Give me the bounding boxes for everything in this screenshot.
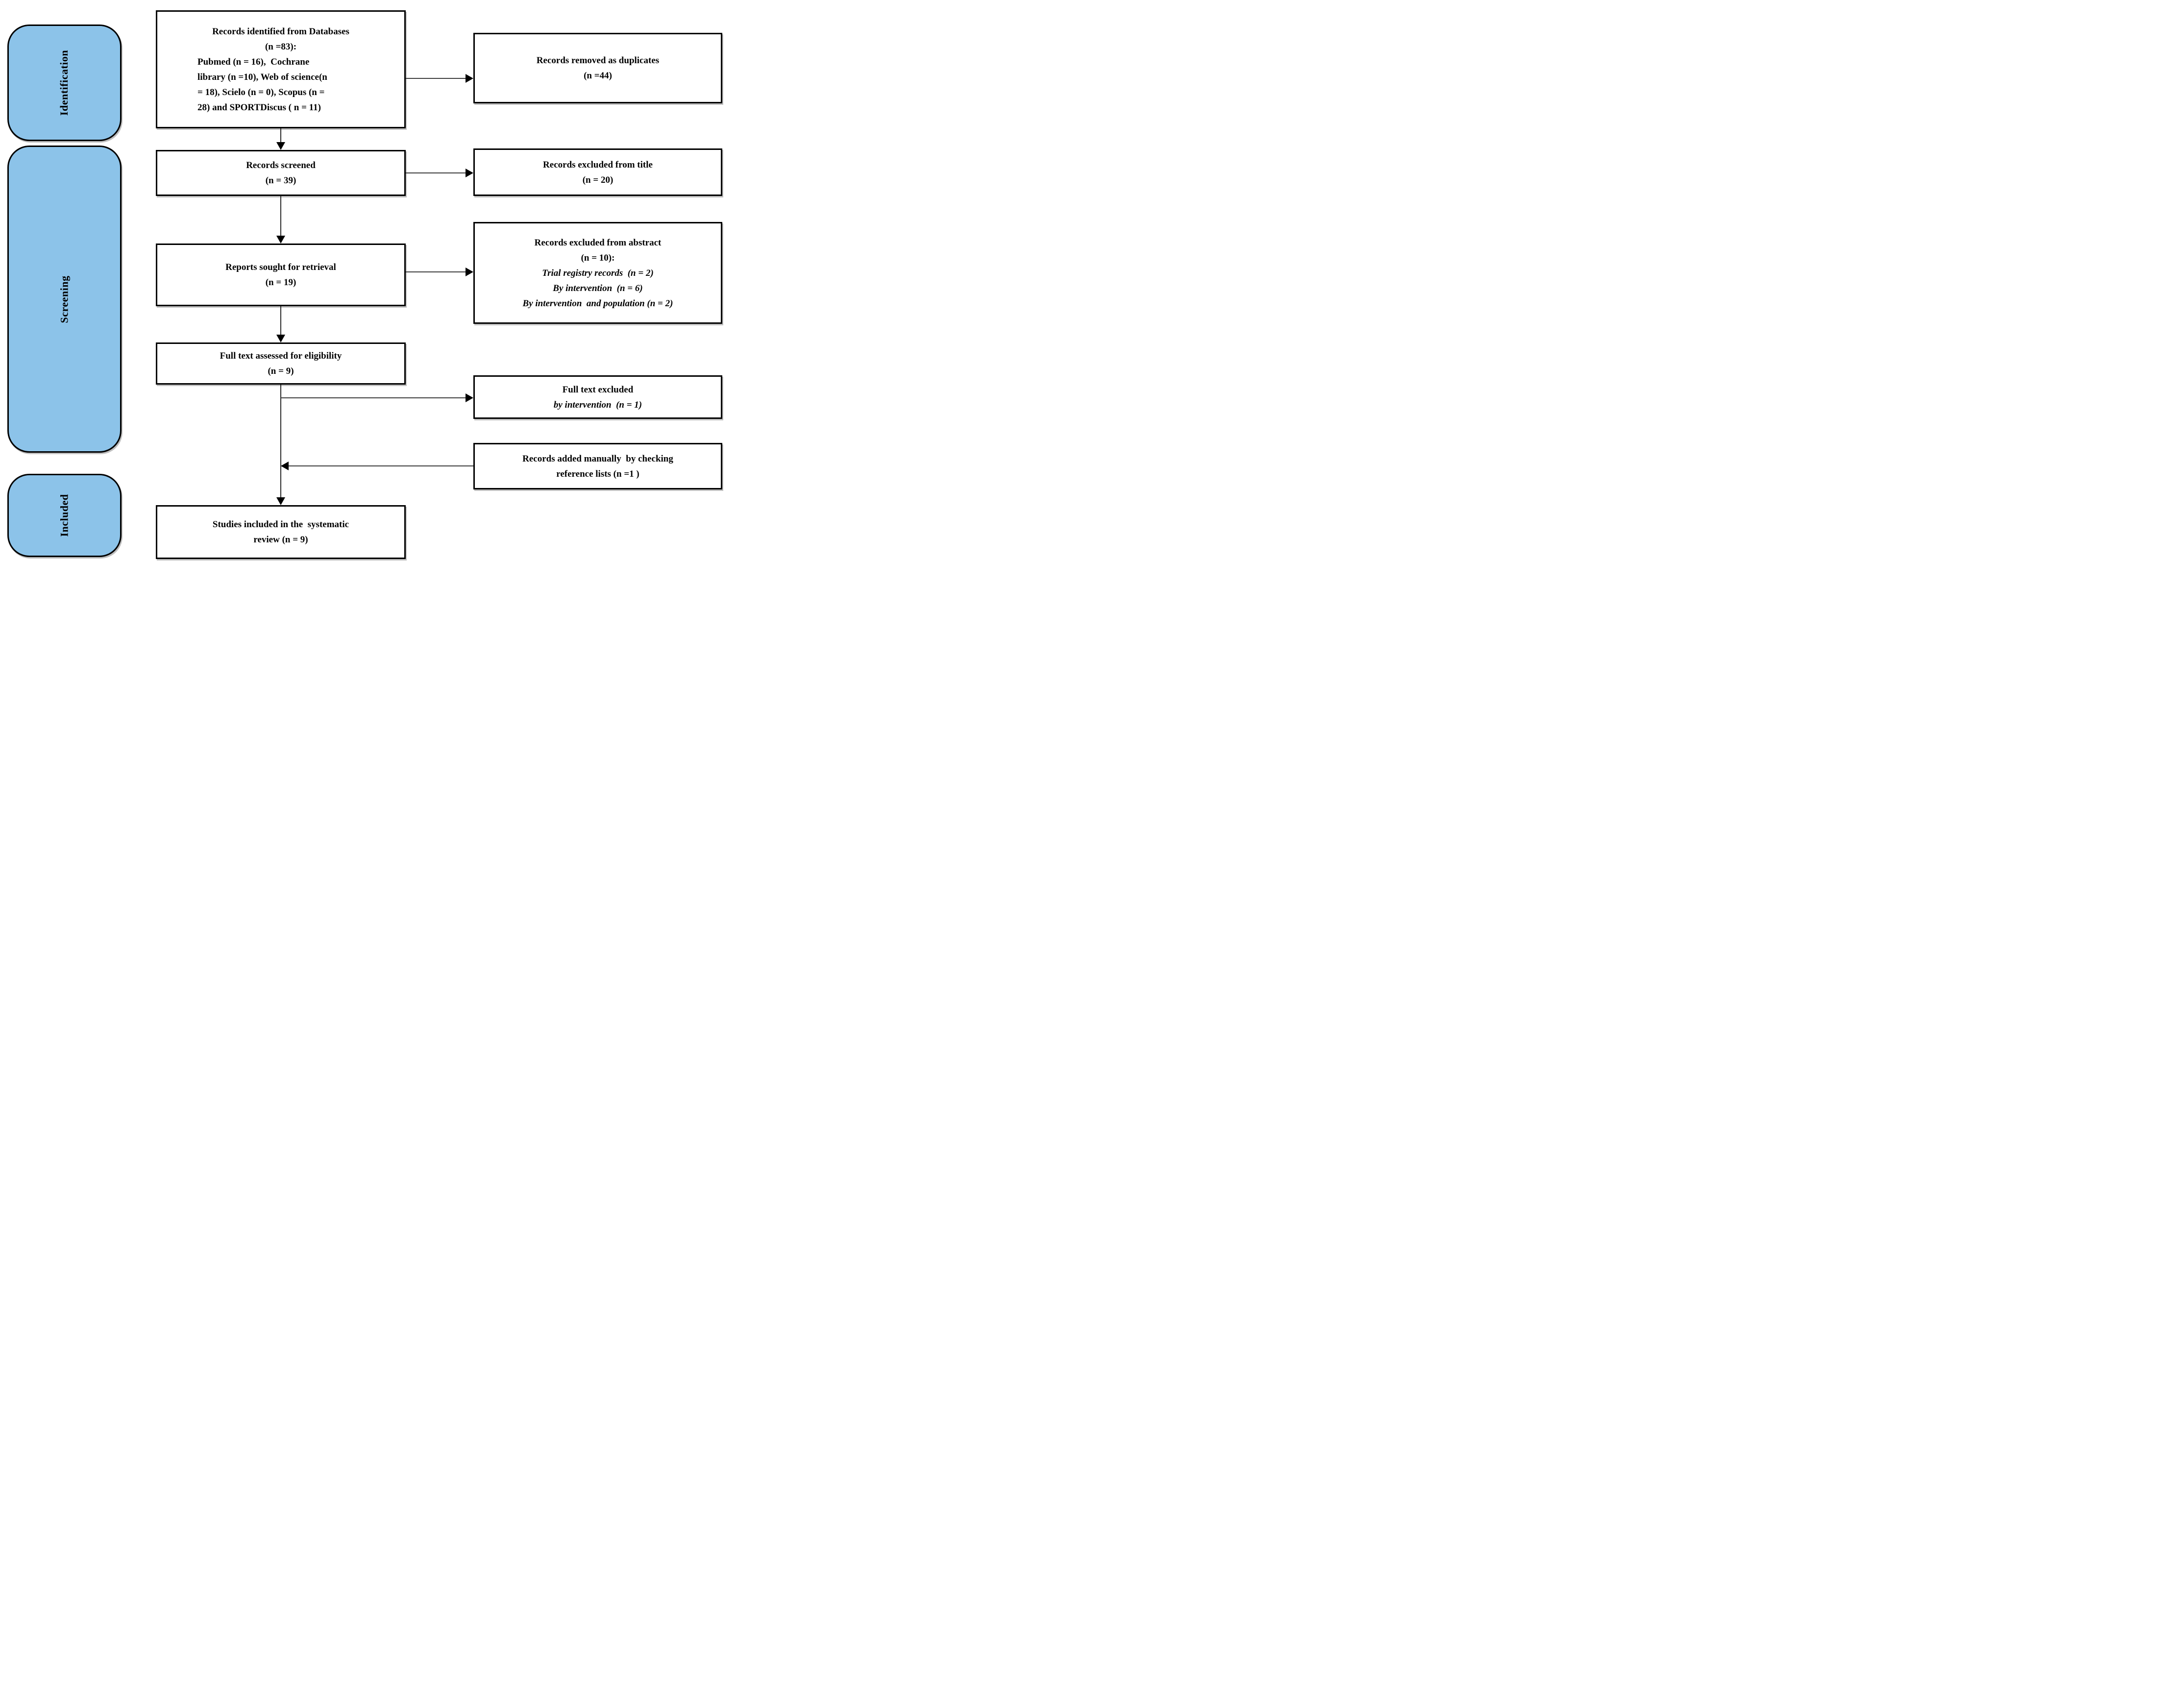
box-excluded-title: Records excluded from title (n = 20)	[473, 148, 722, 196]
stage-screening: Screening	[7, 146, 122, 453]
box-records-screened: Records screened (n = 39)	[156, 150, 406, 196]
box-line: library (n =10), Web of science(n	[197, 72, 327, 82]
box-line: Records added manually by checking	[522, 453, 673, 464]
stage-included-label: Included	[58, 494, 71, 537]
box-duplicates-removed: Records removed as duplicates (n =44)	[473, 33, 722, 103]
box-line: Full text assessed for eligibility	[220, 351, 342, 361]
box-line: Records excluded from title	[543, 159, 653, 170]
box-records-identified: Records identified from Databases (n =83…	[156, 10, 406, 128]
box-line: Records excluded from abstract	[534, 237, 662, 248]
box-studies-included: Studies included in the systematic revie…	[156, 505, 406, 559]
box-excluded-abstract: Records excluded from abstract (n = 10):…	[473, 222, 722, 324]
box-line: (n = 9)	[268, 366, 294, 376]
box-line: By intervention (n = 6)	[553, 283, 643, 293]
stage-included: Included	[7, 474, 122, 557]
box-line: Reports sought for retrieval	[225, 262, 336, 272]
box-line: Full text excluded	[562, 384, 634, 395]
box-fulltext-assessed: Full text assessed for eligibility (n = …	[156, 342, 406, 385]
box-line: Records identified from Databases	[212, 26, 349, 37]
box-manual-additions: Records added manually by checking refer…	[473, 443, 722, 489]
box-reports-sought: Reports sought for retrieval (n = 19)	[156, 244, 406, 306]
box-line: By intervention and population (n = 2)	[522, 298, 673, 309]
box-line: Records screened	[246, 160, 316, 171]
box-line: reference lists (n =1 )	[556, 468, 639, 479]
box-line: Pubmed (n = 16), Cochrane	[197, 56, 310, 67]
box-line: Trial registry records (n = 2)	[542, 268, 654, 278]
box-line: (n = 39)	[265, 175, 296, 186]
box-fulltext-excluded: Full text excluded by intervention (n = …	[473, 375, 722, 419]
box-line: (n = 10):	[581, 252, 615, 263]
prisma-flow-diagram: Identification Screening Included Record…	[0, 0, 728, 560]
box-line: (n =83):	[265, 41, 297, 52]
box-line: Records removed as duplicates	[536, 55, 660, 66]
stage-identification-label: Identification	[58, 49, 71, 116]
box-line: by intervention (n = 1)	[553, 399, 642, 410]
stage-screening-label: Screening	[58, 275, 71, 323]
box-line: Studies included in the systematic	[212, 519, 349, 530]
box-line: (n = 20)	[582, 174, 613, 185]
box-line: review (n = 9)	[253, 535, 308, 545]
box-line: (n = 19)	[265, 277, 296, 288]
box-line: 28) and SPORTDiscus ( n = 11)	[197, 102, 321, 113]
stage-identification: Identification	[7, 24, 122, 141]
box-line: = 18), Scielo (n = 0), Scopus (n =	[197, 87, 325, 97]
box-line: (n =44)	[584, 71, 612, 81]
